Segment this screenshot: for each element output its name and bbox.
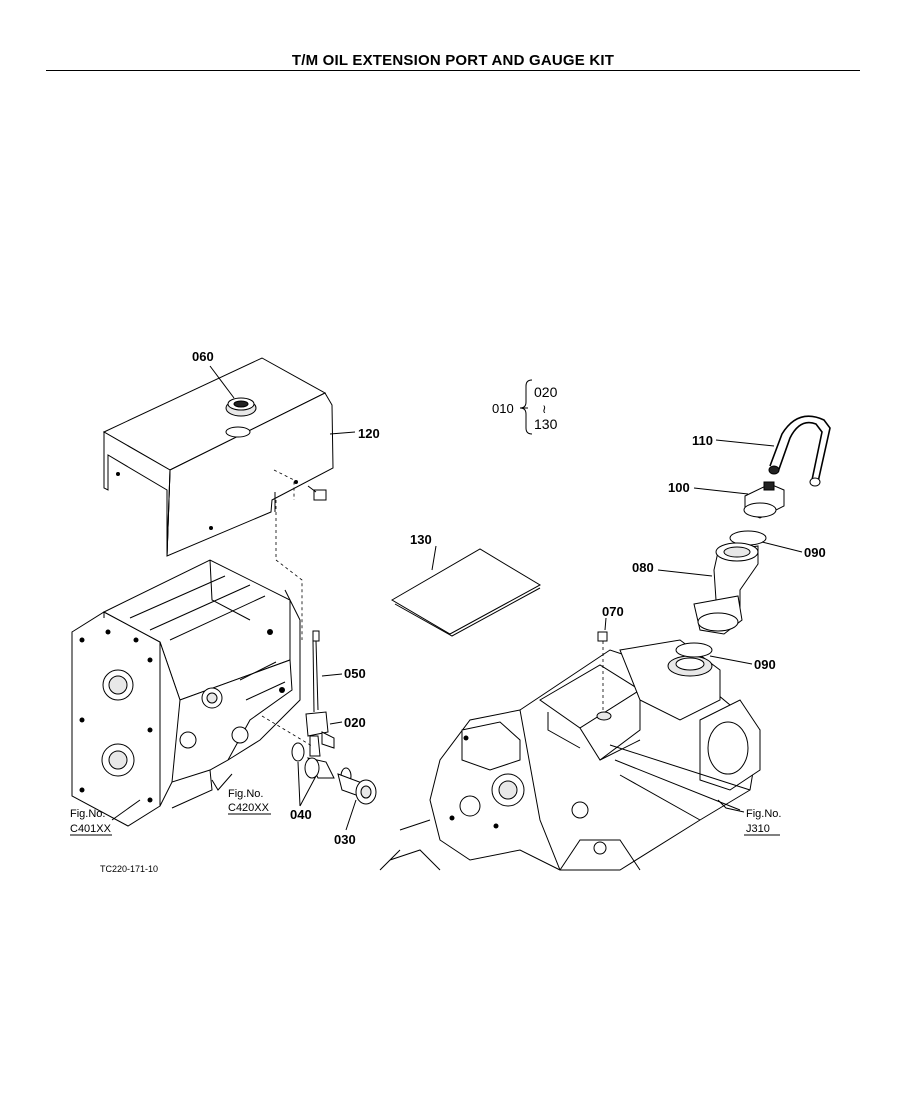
bracket-range-end: 130 — [534, 416, 558, 432]
gauge-pipe-drawing — [261, 630, 377, 805]
leader-lines — [111, 365, 803, 831]
fig-ref-c420-label: Fig.No. — [228, 788, 263, 800]
fig-ref-j310-label: Fig.No. — [746, 808, 781, 820]
part-label-120: 120 — [358, 426, 380, 441]
cover-plate-drawing — [102, 357, 334, 640]
part-label-080: 080 — [632, 560, 654, 575]
fig-ref-c420-code: C420XX — [228, 802, 270, 814]
part-label-030: 030 — [334, 832, 356, 847]
right-housing-drawing — [379, 631, 761, 871]
extension-port-drawing — [675, 415, 831, 658]
part-label-100: 100 — [668, 480, 690, 495]
bracket-range-start: 020 — [534, 384, 558, 400]
fig-ref-c401-label: Fig.No. — [70, 808, 105, 820]
part-label-110: 110 — [692, 433, 713, 448]
part-label-090-lower: 090 — [754, 657, 776, 672]
part-label-090-upper: 090 — [804, 545, 826, 560]
part-label-020: 020 — [344, 715, 366, 730]
fig-ref-j310-code: J310 — [746, 823, 770, 835]
instruction-sheet-drawing — [391, 548, 542, 637]
part-label-010: 010 — [492, 401, 514, 416]
title-rule — [46, 70, 860, 71]
diagram-code: TC220-171-10 — [100, 864, 158, 874]
fig-ref-c401-code: C401XX — [70, 823, 112, 835]
part-label-050: 050 — [344, 666, 366, 681]
part-label-060: 060 — [192, 349, 214, 364]
part-label-130: 130 — [410, 532, 432, 547]
part-label-040: 040 — [290, 807, 312, 822]
bracket-range-tilde: ≀ — [542, 402, 547, 416]
left-housing-drawing — [71, 559, 301, 827]
part-label-070: 070 — [602, 604, 624, 619]
page-title: T/M OIL EXTENSION PORT AND GAUGE KIT — [291, 52, 615, 69]
